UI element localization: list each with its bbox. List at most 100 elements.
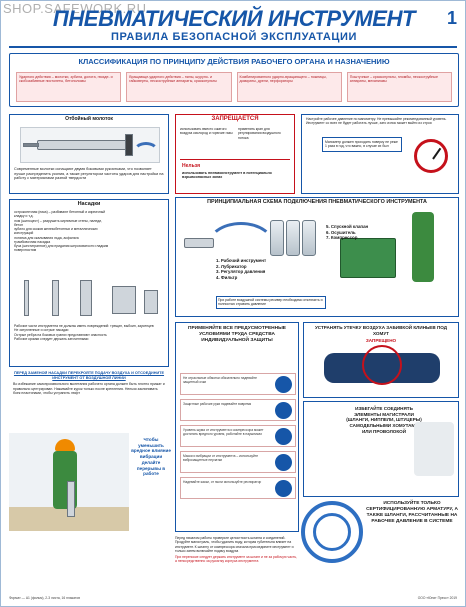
legend-item: 7. Компрессор bbox=[326, 235, 358, 240]
pressure-panel: Настройте рабочее давление по манометру.… bbox=[301, 114, 459, 194]
attachments-panel: Насадки остроконечная (пика) – разбивают… bbox=[9, 199, 169, 367]
leak-panel: УСТРАНЯТЬ УТЕЧКУ ВОЗДУХА ЗАБИВКОЙ КЛИНЬЕ… bbox=[303, 322, 459, 398]
worker-illustration bbox=[9, 433, 129, 531]
protection-title: ПРИМЕНЯЙТЕ ВСЕ ПРЕДУСМОТРЕННЫЕ УСЛОВИЯМИ… bbox=[188, 326, 286, 343]
class-cell: Вращающе-ударного действия – пилы, шуруп… bbox=[126, 72, 232, 102]
worker-helmet bbox=[55, 439, 75, 451]
protection-row-text: Маски и вибрации от инструмента – исполь… bbox=[183, 454, 259, 463]
hammer-hose bbox=[133, 142, 159, 162]
vibration-text: Чтобы уменьшить вредное влияние вибрации… bbox=[131, 437, 171, 477]
bottom-check: Перед началом работы проверьте целостнос… bbox=[175, 536, 299, 592]
forbidden-sign-icon bbox=[362, 345, 402, 385]
hammer-panel: Отбойный молоток Современные молотки осн… bbox=[9, 114, 169, 194]
gloves-icon bbox=[275, 402, 292, 419]
forbidden-left: использовать вместо сжатого воздуха кисл… bbox=[180, 127, 233, 136]
hammer-title: Отбойный молоток bbox=[65, 116, 113, 122]
legend-item: 4. Фильтр bbox=[216, 274, 238, 280]
protection-row: Маски и вибрации от инструмента – исполь… bbox=[180, 451, 296, 473]
scheme-hose bbox=[206, 222, 276, 272]
bit-pike bbox=[24, 280, 29, 316]
footer-right: ООО «Юнит Пресс» 2019 bbox=[417, 596, 457, 600]
protection-row-text: Не отрасльные обмотки обязательно надева… bbox=[183, 376, 257, 385]
worker-hammer bbox=[67, 481, 75, 517]
bottom-check-foot: При переноске следует держать инструмент… bbox=[175, 555, 298, 564]
gauge-note: Манометр должен проходить поверку не реж… bbox=[322, 137, 402, 152]
chisel-warning-title: ПЕРЕД ЗАМЕНОЙ НАСАДКИ ПЕРЕКРОЙТЕ ПОДАЧУ … bbox=[13, 371, 165, 380]
bit-chisel bbox=[52, 280, 59, 316]
nelzya-text: использовать пневмоинструмент в потенциа… bbox=[182, 171, 272, 180]
poster-title: ПНЕВМАТИЧЕСКИЙ ИНСТРУМЕНТ bbox=[52, 6, 416, 31]
protection-row-text: Уровень шума от инструмента и компрессор… bbox=[183, 428, 264, 437]
hammer-illustration bbox=[20, 127, 160, 163]
gauge-needle bbox=[432, 147, 442, 160]
leak-title: УСТРАНЯТЬ УТЕЧКУ ВОЗДУХА ЗАБИВКОЙ КЛИНЬЕ… bbox=[314, 325, 448, 336]
chisel-warning-text: Во избежание самопроизвольного вылетания… bbox=[13, 382, 165, 396]
hose-coil-inner-icon bbox=[313, 513, 351, 551]
ear-protection-icon bbox=[275, 428, 292, 445]
respirator-icon bbox=[275, 480, 292, 497]
protection-panel: ПРИМЕНЯЙТЕ ВСЕ ПРЕДУСМОТРЕННЫЕ УСЛОВИЯМИ… bbox=[175, 322, 299, 532]
attachment-item: буча (шестигранное) для придания шерохов… bbox=[14, 244, 109, 253]
goggles-icon bbox=[275, 376, 292, 393]
filter-unit-3 bbox=[302, 220, 316, 256]
hose-coil-icon bbox=[301, 501, 363, 563]
attachment-item: остроконечная (пика) – разбивают бетонны… bbox=[14, 210, 106, 219]
classification-cells: Ударного действия – молотки, зубила, дол… bbox=[16, 72, 452, 102]
sheet-number: 1 bbox=[446, 8, 457, 28]
check-item: Рабочие части инструмента не должны имет… bbox=[14, 324, 154, 328]
class-cell: Комбинированного ударно-вращающего – нож… bbox=[236, 72, 342, 102]
protection-row-text: Надевайте каски, от пыли используйте рес… bbox=[183, 480, 262, 484]
gauge-note-text: Манометр должен проходить поверку не реж… bbox=[325, 140, 398, 149]
filter-unit-1 bbox=[270, 220, 284, 256]
hose-joint-illustration bbox=[414, 422, 454, 476]
poster-subtitle: ПРАВИЛА БЕЗОПАСНОЙ ЭКСПЛУАТАЦИИ bbox=[110, 31, 358, 43]
footer-left: Формат — А1 (фильм), 2-3 листа, 16 плака… bbox=[9, 596, 80, 600]
attachments-title: Насадки bbox=[77, 201, 101, 207]
forbidden-title: ЗАПРЕЩАЕТСЯ bbox=[211, 116, 259, 122]
scheme-legend-left: 1. Рабочий инструмент 2. Лубрикатор 3. Р… bbox=[216, 258, 266, 280]
protection-row: Не отрасльные обмотки обязательно надева… bbox=[180, 373, 296, 395]
classification-title: КЛАССИФИКАЦИЯ ПО ПРИНЦИПУ ДЕЙСТВИЯ РАБОЧ… bbox=[78, 57, 390, 66]
legend-item: 1. Рабочий инструмент bbox=[216, 258, 267, 263]
classification-panel: КЛАССИФИКАЦИЯ ПО ПРИНЦИПУ ДЕЙСТВИЯ РАБОЧ… bbox=[9, 53, 459, 107]
hammer-text: Современные молотки оснащают двумя боков… bbox=[14, 167, 164, 181]
forbidden-divider bbox=[180, 159, 290, 160]
protection-row: Надевайте каски, от пыли используйте рес… bbox=[180, 477, 296, 499]
check-item: Рабочие кромки следует держать заточенны… bbox=[14, 336, 89, 341]
scheme-note: При работе воздушной системы ресивер нео… bbox=[216, 296, 326, 309]
check-item: Не затупленные и острые насадки bbox=[14, 328, 69, 333]
bit-spade bbox=[80, 280, 92, 316]
protection-row-text: Защитные рабочие руки надевайте вовремя bbox=[183, 402, 252, 406]
joints-panel: ИЗБЕГАЙТЕ СОЕДИНЯТЬ ЭЛЕМЕНТЫ МАГИСТРАЛИ … bbox=[303, 401, 459, 497]
joints-text: ИЗБЕГАЙТЕ СОЕДИНЯТЬ ЭЛЕМЕНТЫ МАГИСТРАЛИ … bbox=[346, 406, 422, 434]
leak-forbidden: ЗАПРЕЩЕНО bbox=[365, 338, 397, 344]
legend-item: 6. Осушитель bbox=[326, 229, 356, 235]
forbidden-panel: ЗАПРЕЩАЕТСЯ использовать вместо сжатого … bbox=[175, 114, 295, 194]
forbidden-right: применять кран для регулирования воздушн… bbox=[238, 127, 281, 140]
nelzya-label: Нельзя bbox=[182, 163, 201, 169]
filter-unit-2 bbox=[286, 220, 300, 256]
checks-list: Рабочие части инструмента не должны имет… bbox=[14, 324, 164, 341]
chisel-warning-panel: ПЕРЕД ЗАМЕНОЙ НАСАДКИ ПЕРЕКРОЙТЕ ПОДАЧУ … bbox=[9, 371, 169, 431]
watermark: SHOP.SAFEWORK.RU bbox=[3, 1, 147, 16]
protection-row: Уровень шума от инструмента и компрессор… bbox=[180, 425, 296, 447]
legend-item: 5. Спускной клапан bbox=[326, 224, 369, 229]
compressor-icon bbox=[340, 238, 396, 278]
attachment-item: зубило для скоков железобетонных и метал… bbox=[14, 227, 98, 236]
legend-item: 3. Регулятор давления bbox=[216, 269, 266, 274]
scheme-legend-right: 5. Спускной клапан 6. Осушитель 7. Компр… bbox=[326, 224, 368, 241]
check-item: Острые ребра на боковых гранях представл… bbox=[14, 332, 107, 337]
hammer-body bbox=[37, 140, 129, 150]
worker-figure bbox=[412, 212, 434, 282]
header-divider bbox=[9, 46, 457, 48]
attachment-item: трамбовочная насадка bbox=[14, 239, 51, 244]
class-cell: Ударного действия – молотки, зубила, дол… bbox=[16, 72, 122, 102]
class-cell: Поштучные – краскопульты, пломбы, пескос… bbox=[346, 72, 452, 102]
connection-scheme-panel: ПРИНЦИПИАЛЬНАЯ СХЕМА ПОДКЛЮЧЕНИЯ ПНЕВМАТ… bbox=[175, 197, 459, 317]
hammer-chisel bbox=[23, 143, 39, 147]
certified-text: ИСПОЛЬЗУЙТЕ ТОЛЬКО СЕРТИФИЦИРОВАННУЮ АРМ… bbox=[366, 501, 458, 524]
protection-row: Защитные рабочие руки надевайте вовремя bbox=[180, 399, 296, 421]
attachments-list: остроконечная (пика) – разбивают бетонны… bbox=[14, 210, 110, 253]
pressure-text: Настройте рабочее давление по манометру.… bbox=[306, 117, 447, 126]
